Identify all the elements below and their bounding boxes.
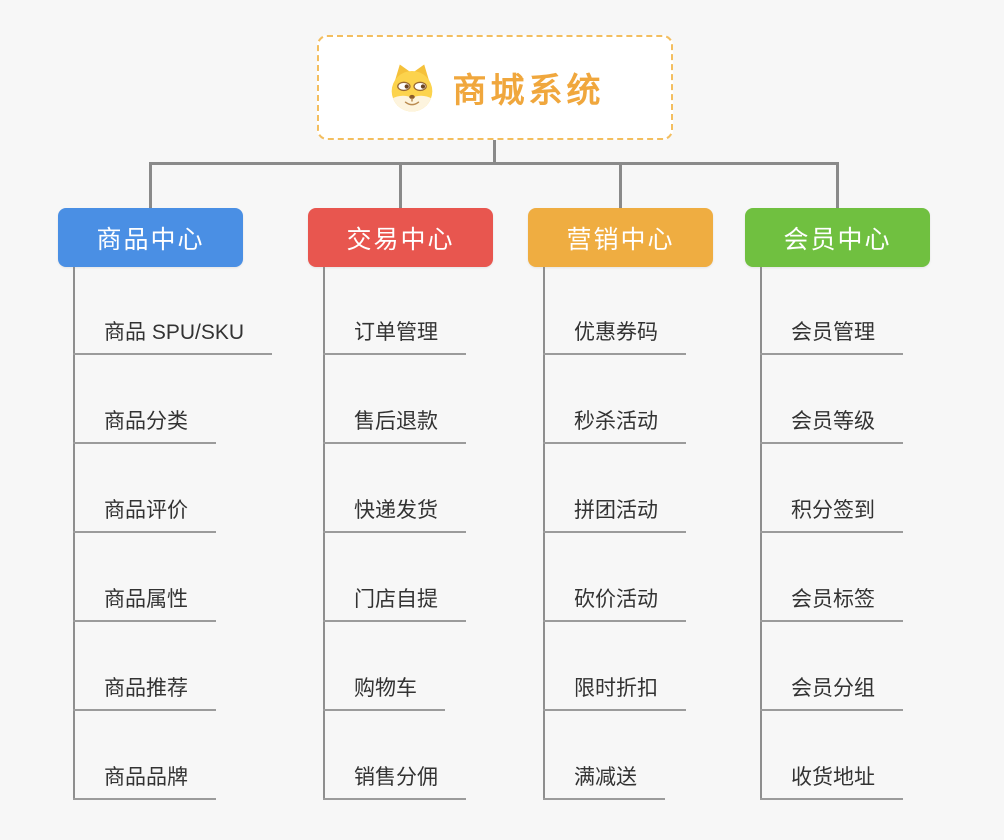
sub-topic[interactable]: 积分签到 <box>760 444 903 533</box>
branch-item-list: 优惠券码 秒杀活动 拼团活动 砍价活动 限时折扣 满减送 <box>543 266 686 800</box>
sub-topic[interactable]: 快递发货 <box>323 444 466 533</box>
sub-topic-label: 满减送 <box>543 761 665 800</box>
sub-topic-label: 会员标签 <box>760 583 903 622</box>
connector-drop-branch-3 <box>619 162 622 208</box>
sub-topic-label: 商品推荐 <box>73 672 216 711</box>
sub-topic[interactable]: 商品 SPU/SKU <box>73 266 273 355</box>
sub-topic-label: 销售分佣 <box>323 761 466 800</box>
sub-topic-label: 门店自提 <box>323 583 466 622</box>
sub-topic-label: 订单管理 <box>323 316 466 355</box>
sub-topic[interactable]: 商品评价 <box>73 444 272 533</box>
branch-header-member-center[interactable]: 会员中心 <box>745 208 930 267</box>
sub-topic-label: 售后退款 <box>323 405 466 444</box>
branch-header-trade-center[interactable]: 交易中心 <box>308 208 493 267</box>
sub-topic[interactable]: 商品品牌 <box>73 711 272 800</box>
sub-topic-label: 商品品牌 <box>73 761 216 800</box>
branch-trade-center: 交易中心 订单管理 售后退款 快递发货 门店自提 购物车 销售分佣 <box>308 208 558 800</box>
sub-topic-label: 商品 SPU/SKU <box>73 316 273 355</box>
sub-topic[interactable]: 商品属性 <box>73 533 272 622</box>
connector-root-stem <box>493 140 496 165</box>
branch-header-product-center[interactable]: 商品中心 <box>58 208 243 267</box>
sub-topic[interactable]: 会员管理 <box>760 266 903 355</box>
sub-topic-label: 优惠券码 <box>543 316 686 355</box>
sub-topic-label: 限时折扣 <box>543 672 686 711</box>
sub-topic-label: 购物车 <box>323 672 445 711</box>
sub-topic[interactable]: 门店自提 <box>323 533 466 622</box>
branch-item-list: 商品 SPU/SKU 商品分类 商品评价 商品属性 商品推荐 商品品牌 <box>73 266 273 800</box>
sub-topic-label: 收货地址 <box>760 761 903 800</box>
sub-topic[interactable]: 购物车 <box>323 622 466 711</box>
sub-topic-label: 积分签到 <box>760 494 903 533</box>
sub-topic-label: 砍价活动 <box>543 583 686 622</box>
sub-topic[interactable]: 限时折扣 <box>543 622 686 711</box>
sub-topic-label: 会员分组 <box>760 672 903 711</box>
sub-topic-label: 商品评价 <box>73 494 216 533</box>
branch-trunk <box>323 267 325 800</box>
sub-topic[interactable]: 满减送 <box>543 711 686 800</box>
sub-topic[interactable]: 会员标签 <box>760 533 903 622</box>
sub-topic[interactable]: 销售分佣 <box>323 711 466 800</box>
connector-drop-branch-1 <box>149 162 152 208</box>
root-topic[interactable]: 商城系统 <box>317 35 673 140</box>
branch-header-marketing-center[interactable]: 营销中心 <box>528 208 713 267</box>
sub-topic-label: 秒杀活动 <box>543 405 686 444</box>
sub-topic-label: 快递发货 <box>323 494 466 533</box>
connector-drop-branch-4 <box>836 162 839 208</box>
dog-face-icon <box>391 63 432 112</box>
sub-topic[interactable]: 优惠券码 <box>543 266 686 355</box>
sub-topic[interactable]: 商品推荐 <box>73 622 272 711</box>
branch-item-list: 订单管理 售后退款 快递发货 门店自提 购物车 销售分佣 <box>323 266 466 800</box>
sub-topic[interactable]: 砍价活动 <box>543 533 686 622</box>
sub-topic-label: 商品分类 <box>73 405 216 444</box>
sub-topic[interactable]: 商品分类 <box>73 355 272 444</box>
branch-product-center: 商品中心 商品 SPU/SKU 商品分类 商品评价 商品属性 商品推荐 商品品牌 <box>58 208 308 800</box>
sub-topic-label: 会员等级 <box>760 405 903 444</box>
branch-trunk <box>760 267 762 800</box>
sub-topic-label: 商品属性 <box>73 583 216 622</box>
branch-marketing-center: 营销中心 优惠券码 秒杀活动 拼团活动 砍价活动 限时折扣 满减送 <box>528 208 778 800</box>
sub-topic[interactable]: 订单管理 <box>323 266 466 355</box>
branch-member-center: 会员中心 会员管理 会员等级 积分签到 会员标签 会员分组 收货地址 <box>745 208 995 800</box>
branch-item-list: 会员管理 会员等级 积分签到 会员标签 会员分组 收货地址 <box>760 266 903 800</box>
sub-topic[interactable]: 收货地址 <box>760 711 903 800</box>
sub-topic-label: 会员管理 <box>760 316 903 355</box>
branch-trunk <box>543 267 545 800</box>
branch-trunk <box>73 267 75 800</box>
sub-topic[interactable]: 会员分组 <box>760 622 903 711</box>
sub-topic[interactable]: 秒杀活动 <box>543 355 686 444</box>
root-topic-title: 商城系统 <box>452 72 605 110</box>
sub-topic[interactable]: 售后退款 <box>323 355 466 444</box>
sub-topic[interactable]: 会员等级 <box>760 355 903 444</box>
connector-horizontal-bus <box>149 162 839 165</box>
sub-topic[interactable]: 拼团活动 <box>543 444 686 533</box>
connector-drop-branch-2 <box>399 162 402 208</box>
sub-topic-label: 拼团活动 <box>543 494 686 533</box>
